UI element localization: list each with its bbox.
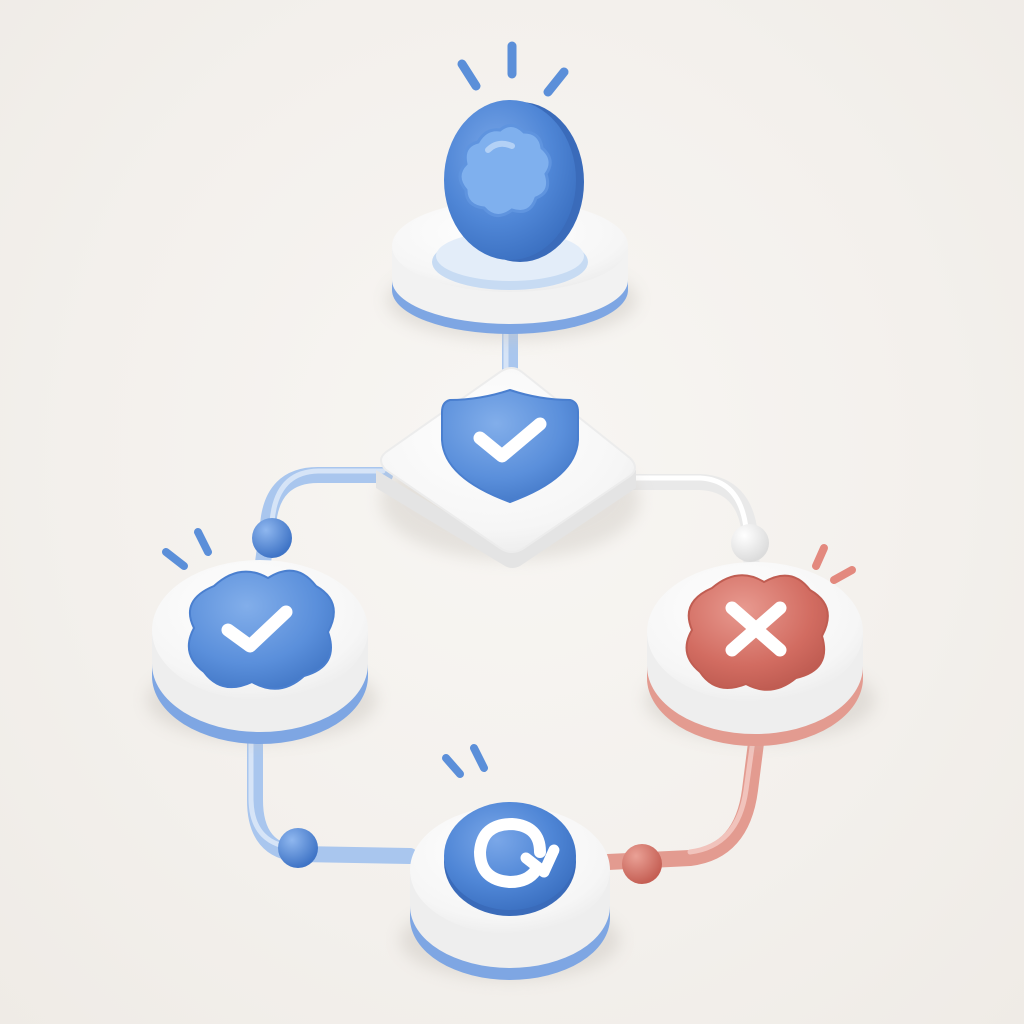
- node-start[interactable]: [387, 41, 637, 340]
- joint-ball-left: [252, 518, 292, 558]
- joint-ball-bottom-left: [278, 828, 318, 868]
- node-approved[interactable]: [147, 528, 377, 744]
- sparkle-icon: [162, 528, 212, 570]
- x-mark: [725, 601, 787, 657]
- edge-approved-retry: [247, 722, 418, 864]
- joint-ball-bottom-right: [622, 844, 662, 884]
- sparkle-icon: [442, 744, 488, 778]
- sparkle-icon: [812, 544, 856, 584]
- check-mark: [473, 417, 547, 463]
- joints: [252, 518, 769, 884]
- refresh-icon: [473, 817, 546, 889]
- joint-ball-right: [731, 524, 769, 562]
- node-retry[interactable]: [400, 744, 620, 980]
- sparkle-icon: [457, 41, 569, 97]
- star-blob: [458, 124, 552, 217]
- connectors: [247, 312, 765, 870]
- node-decision[interactable]: [376, 367, 640, 568]
- check-mark: [221, 605, 293, 653]
- node-rejected[interactable]: [645, 544, 875, 746]
- edge-rejected-retry: [600, 727, 765, 870]
